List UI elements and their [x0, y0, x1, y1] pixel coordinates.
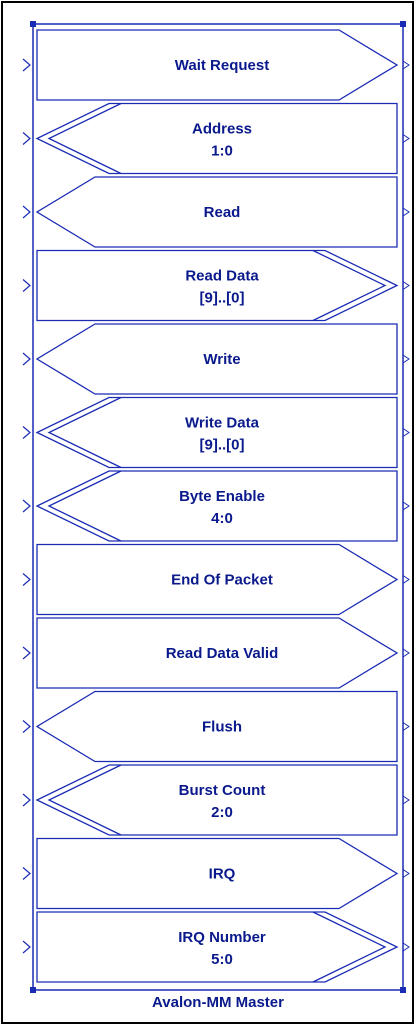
signal-name: Burst Count: [179, 782, 266, 799]
output-port-marker: [402, 207, 410, 217]
signal-name: Write: [203, 351, 240, 368]
signal-name: Flush: [202, 719, 242, 736]
input-port-marker: [22, 499, 31, 513]
input-port-marker: [22, 867, 31, 880]
output-port-marker: [402, 574, 410, 585]
output-port-marker: [402, 868, 410, 879]
signal-range: 5:0: [211, 951, 233, 968]
block-boundary: [32, 23, 404, 991]
input-port-marker: [22, 426, 31, 439]
input-port-marker: [22, 793, 31, 807]
input-port-marker: [22, 205, 31, 219]
signal-end-of-packet: End Of Packet: [36, 543, 399, 616]
input-port-marker: [22, 58, 31, 72]
signal-irq: IRQ: [36, 837, 399, 910]
signal-read-data: Read Data [9]..[0]: [36, 249, 399, 322]
signal-name: Write Data: [185, 415, 260, 432]
signal-name: Read: [204, 204, 241, 221]
output-port-marker: [402, 133, 410, 144]
input-port-marker: [22, 352, 31, 366]
signal-name: Address: [192, 121, 252, 138]
signal-outline: [35, 470, 398, 542]
port-markers: [22, 58, 410, 954]
corner-marker: [400, 987, 406, 993]
signal-outline: [35, 690, 398, 763]
input-port-marker: [22, 720, 31, 733]
block-title: Avalon-MM Master: [152, 994, 284, 1011]
signal-range: 2:0: [211, 804, 233, 821]
bus-marker: [312, 249, 387, 322]
signal-irq-number: IRQ Number 5:0: [36, 911, 399, 983]
corner-markers: [30, 21, 406, 993]
input-port-marker: [22, 573, 31, 586]
corner-marker: [30, 21, 36, 27]
signal-name: Read Data Valid: [166, 645, 279, 662]
output-port-marker: [402, 942, 410, 952]
input-port-marker: [22, 279, 31, 292]
signal-burst-count: Burst Count 2:0: [35, 764, 398, 836]
signal-name: End Of Packet: [171, 572, 273, 589]
signal-name: IRQ: [209, 866, 236, 883]
signal-read-data-valid: Read Data Valid: [36, 617, 399, 689]
signal-read: Read: [35, 176, 398, 248]
signal-outline: [35, 396, 398, 469]
signal-outline: [36, 29, 399, 101]
signal-outline: [35, 764, 398, 836]
signal-name: Wait Request: [175, 57, 269, 74]
signal-write-data: Write Data [9]..[0]: [35, 396, 398, 469]
output-port-marker: [402, 427, 410, 438]
signal-outline: [35, 323, 398, 395]
output-port-marker: [402, 280, 410, 291]
signal-range: [9]..[0]: [200, 290, 245, 307]
signal-name: Byte Enable: [179, 488, 265, 505]
signal-outline: [35, 176, 398, 248]
signal-range: 1:0: [211, 143, 233, 160]
input-port-marker: [22, 132, 31, 145]
bus-marker: [47, 470, 122, 542]
output-port-marker: [402, 721, 410, 732]
signal-outline: [36, 617, 399, 689]
corner-marker: [400, 21, 406, 27]
signal-outline: [36, 249, 399, 322]
signal-outline: [35, 102, 398, 175]
bus-marker: [47, 396, 122, 469]
output-port-marker: [402, 795, 410, 805]
bus-marker: [47, 102, 122, 175]
output-port-marker: [402, 60, 410, 70]
signal-flush: Flush: [35, 690, 398, 763]
signal-range: 4:0: [211, 510, 233, 527]
input-port-marker: [22, 940, 31, 954]
signal-outline: [36, 543, 399, 616]
signal-range: [9]..[0]: [200, 437, 245, 454]
output-port-marker: [402, 501, 410, 511]
bus-marker: [312, 911, 387, 983]
input-port-marker: [22, 646, 31, 660]
signal-name: IRQ Number: [178, 929, 266, 946]
signal-wait-request: Wait Request: [36, 29, 399, 101]
signal-byte-enable: Byte Enable 4:0: [35, 470, 398, 542]
signal-outline: [36, 911, 399, 983]
signal-address: Address 1:0: [35, 102, 398, 175]
output-port-marker: [402, 354, 410, 364]
corner-marker: [30, 987, 36, 993]
signal-name: Read Data: [185, 268, 259, 285]
signal-outline: [36, 837, 399, 910]
bus-marker: [47, 764, 122, 836]
output-port-marker: [402, 648, 410, 658]
signal-write: Write: [35, 323, 398, 395]
